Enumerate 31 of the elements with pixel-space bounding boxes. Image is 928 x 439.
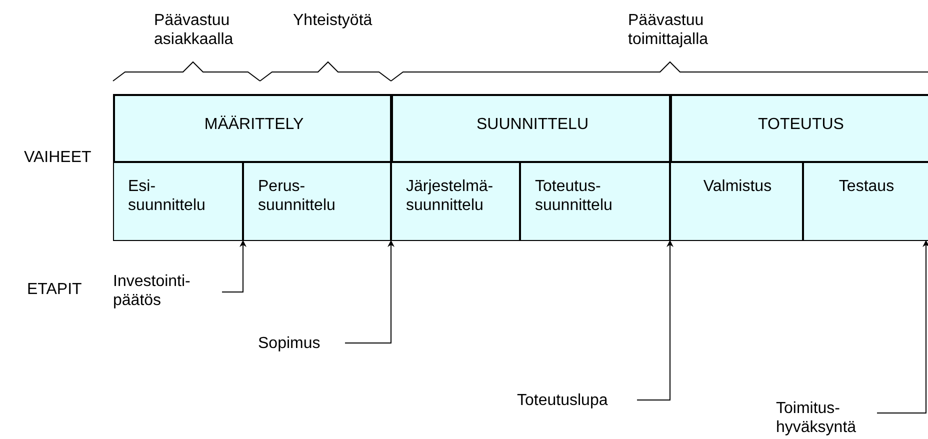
phase-name: Valmistus xyxy=(702,177,773,196)
milestone-label: Toimitus- hyväksyntä xyxy=(776,399,877,437)
phase-cell xyxy=(391,94,670,162)
responsibility-label: Päävastuu toimittajalla xyxy=(628,11,708,49)
phase-name: Toteutus- suunnittelu xyxy=(535,177,612,215)
phase-cell xyxy=(670,162,803,241)
phase-cell xyxy=(520,162,670,241)
phase-name: Perus- suunnittelu xyxy=(258,177,336,215)
row-label: VAIHEET xyxy=(24,148,92,167)
phase-cell xyxy=(391,162,520,241)
responsibility-label: Päävastuu asiakkaalla xyxy=(154,11,234,49)
phase-cell xyxy=(670,94,928,162)
phase-name: TOTEUTUS xyxy=(757,115,845,134)
milestone-arrow xyxy=(222,240,246,292)
milestone-arrow xyxy=(636,240,674,400)
phase-name: SUUNNITTELU xyxy=(475,115,590,134)
phase-cell xyxy=(113,94,391,162)
row-label: ETAPIT xyxy=(27,280,82,299)
milestone-label: Investointi- päätös xyxy=(113,272,222,310)
phase-name: Testaus xyxy=(838,177,896,196)
milestone-label: Sopimus xyxy=(258,334,345,353)
milestone-arrow xyxy=(876,240,928,414)
phase-cell xyxy=(803,162,928,241)
phase-cell xyxy=(243,162,391,241)
phase-name: MÄÄRITTELY xyxy=(203,115,305,134)
phase-name: Esi- suunnittelu xyxy=(128,177,206,215)
milestone-label: Toteutuslupa xyxy=(517,391,637,410)
phase-name: Järjestelmä- suunnittelu xyxy=(406,177,494,215)
responsibility-label: Yhteistyötä xyxy=(293,11,372,30)
milestone-arrow xyxy=(344,240,394,344)
phase-cell xyxy=(113,162,243,241)
